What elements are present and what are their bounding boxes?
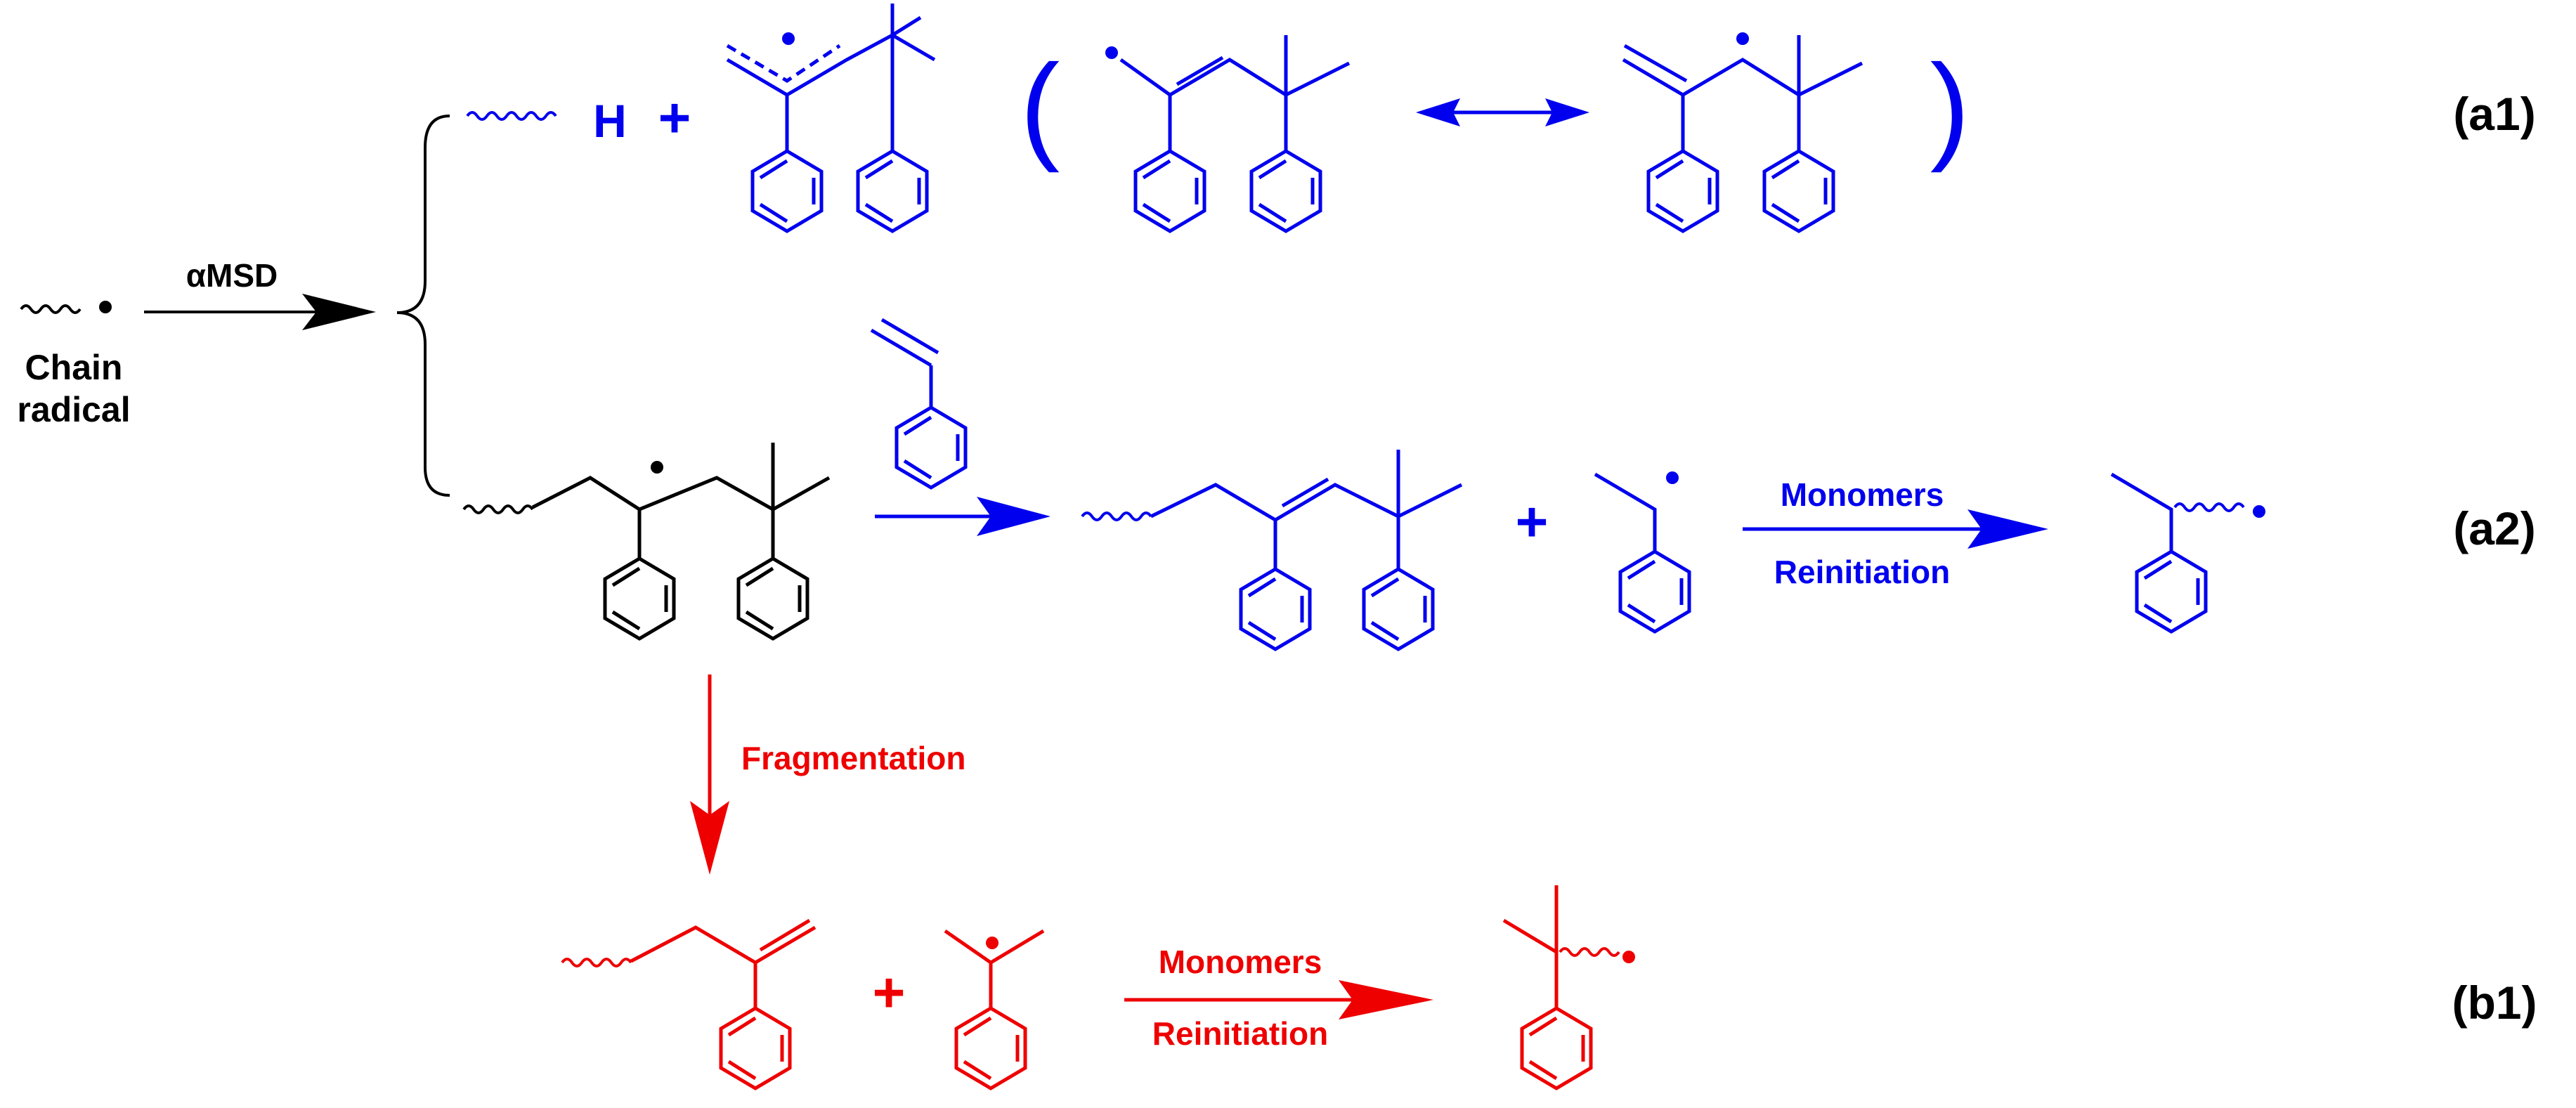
b1-monomers-label: Monomers — [1159, 944, 1322, 980]
radical-dot — [99, 301, 112, 313]
branch-brace — [396, 115, 450, 497]
label-a2: (a2) — [2453, 502, 2535, 554]
styrene-monomer — [870, 318, 965, 488]
radical-label: radical — [17, 390, 130, 429]
radical-dot — [651, 461, 663, 474]
chain-radical: Chain radical — [17, 301, 131, 429]
resonance-form-1 — [1105, 35, 1351, 231]
path-b1: Fragmentation + Monomers Reinitiation — [561, 674, 1635, 1088]
label-b1: (b1) — [2452, 977, 2537, 1029]
b1-reinitiation-label: Reinitiation — [1152, 1015, 1328, 1052]
path-a2: + Monomers Reinitiation — [870, 318, 2265, 649]
a1-plus-sign: + — [658, 86, 691, 149]
b1-plus-sign: + — [873, 961, 906, 1024]
main-reaction-arrow: αMSD — [144, 257, 376, 330]
benzyl-radical — [1594, 471, 1689, 632]
radical-dot — [986, 937, 998, 949]
resonance-arrow — [1416, 98, 1589, 126]
a2-new-chain-radical — [2110, 472, 2265, 632]
resonance-form-2 — [1622, 32, 1863, 231]
a2-reaction-arrow — [875, 497, 1050, 536]
a2-reinitiation-arrow: Monomers Reinitiation — [1743, 476, 2048, 590]
a2-monomers-label: Monomers — [1781, 476, 1944, 513]
label-a1: (a1) — [2453, 88, 2535, 140]
adduct-radical — [462, 443, 831, 639]
unsaturated-chain-end — [1081, 450, 1463, 649]
open-parenthesis: ( — [1020, 40, 1060, 174]
fragmentation-label: Fragmentation — [741, 740, 965, 776]
chain-label: Chain — [25, 348, 123, 387]
radical-dot — [1622, 951, 1635, 963]
radical-dot — [1666, 471, 1679, 484]
path-a1: H + ( — [466, 4, 1970, 231]
b1-new-chain-radical — [1502, 885, 1635, 1088]
radical-dot — [782, 32, 795, 45]
a2-reinitiation-label: Reinitiation — [1774, 554, 1950, 590]
a2-plus-sign: + — [1516, 490, 1549, 553]
adduct-wavy-bond — [462, 504, 534, 514]
close-parenthesis: ) — [1930, 40, 1970, 174]
chain-wavy-bond — [20, 304, 82, 314]
radical-dot — [2253, 505, 2265, 518]
b1-reinitiation-arrow: Monomers Reinitiation — [1124, 944, 1433, 1052]
cumyl-radical — [944, 929, 1045, 1088]
hydrogen-atom: H — [593, 95, 627, 147]
allyl-radical-delocalized — [726, 4, 936, 231]
amsd-label: αMSD — [186, 257, 278, 294]
a1-wavy-bond — [466, 111, 557, 121]
macromonomer — [561, 918, 817, 1088]
fragmentation-arrow: Fragmentation — [690, 674, 965, 875]
radical-dot — [1105, 46, 1118, 59]
radical-dot — [1736, 32, 1749, 45]
